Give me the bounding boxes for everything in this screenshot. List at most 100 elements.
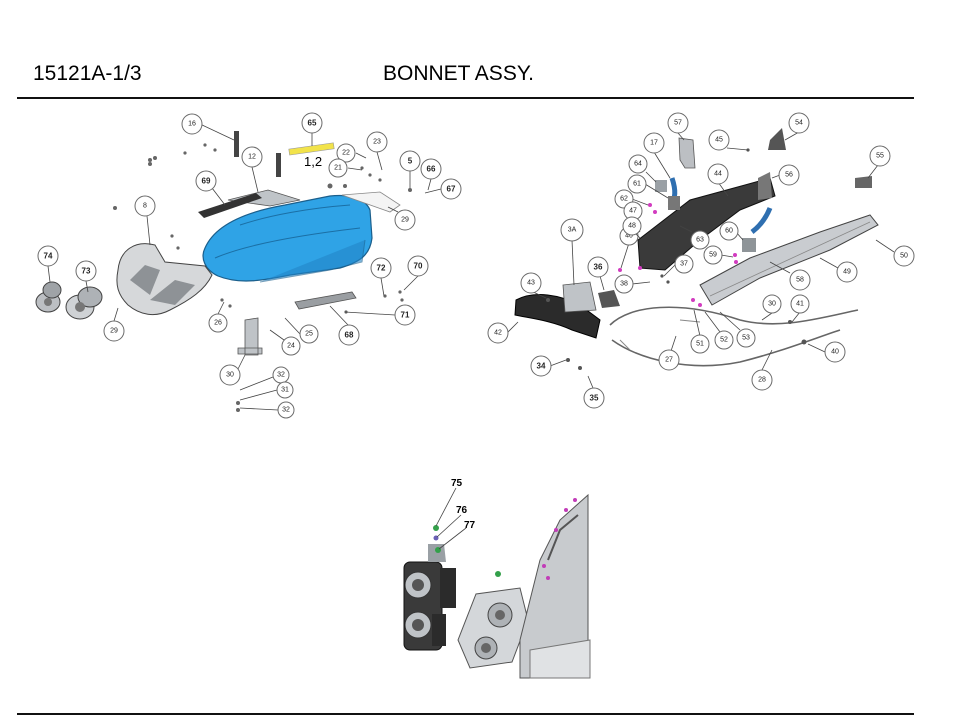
svg-text:41: 41 — [796, 301, 804, 308]
callout-22: 22 — [336, 143, 367, 163]
right-callouts: 57 54 45 17 64 61 62 47 40 3A 36 48 63 4… — [487, 112, 915, 409]
svg-text:34: 34 — [537, 362, 546, 371]
callout-75: 75 — [451, 478, 463, 489]
lower-frame-rail — [699, 214, 879, 306]
callout-60: 60 — [719, 221, 744, 241]
callout-29a: 29 — [387, 206, 416, 231]
svg-text:54: 54 — [795, 120, 803, 127]
callout-61: 61 — [627, 174, 669, 199]
callout-56: 56 — [771, 164, 800, 186]
svg-text:68: 68 — [345, 331, 354, 340]
svg-text:66: 66 — [427, 165, 436, 174]
callout-31: 31 — [239, 381, 294, 401]
svg-text:26: 26 — [214, 320, 222, 327]
callout-55: 55 — [867, 145, 891, 179]
svg-text:57: 57 — [674, 120, 682, 127]
callout-77: 77 — [464, 520, 476, 531]
svg-text:17: 17 — [650, 140, 658, 147]
svg-text:60: 60 — [725, 228, 733, 235]
svg-text:31: 31 — [281, 387, 289, 394]
svg-text:5: 5 — [408, 157, 413, 166]
callout-70: 70 — [403, 255, 429, 291]
callout-63: 63 — [679, 225, 710, 250]
callout-41: 41 — [790, 294, 810, 323]
upper-frame-rail — [637, 177, 776, 271]
callout-43: 43 — [520, 272, 547, 299]
callout-48: 48 — [622, 216, 642, 239]
headlamp-inset: 75 76 77 — [400, 478, 591, 680]
callout-68: 68 — [329, 305, 360, 346]
svg-text:55: 55 — [876, 153, 884, 160]
headlamp-pair — [35, 281, 103, 320]
svg-text:70: 70 — [414, 262, 423, 271]
callout-29b: 29 — [103, 307, 125, 342]
callout-58: 58 — [769, 261, 811, 291]
callout-65: 65 — [301, 112, 323, 146]
callout-57: 57 — [667, 112, 689, 141]
callout-28: 28 — [751, 349, 773, 391]
svg-text:32: 32 — [277, 372, 285, 379]
callout-64: 64 — [628, 154, 657, 183]
callout-51: 51 — [690, 309, 710, 354]
svg-text:30: 30 — [226, 372, 234, 379]
svg-text:38: 38 — [620, 281, 628, 288]
svg-text:74: 74 — [44, 252, 53, 261]
callout-76: 76 — [456, 505, 468, 516]
svg-text:45: 45 — [715, 137, 723, 144]
svg-text:27: 27 — [665, 357, 673, 364]
svg-text:35: 35 — [590, 394, 599, 403]
callout-27: 27 — [658, 335, 680, 371]
callout-49: 49 — [819, 257, 858, 283]
svg-text:29: 29 — [401, 217, 409, 224]
callout-23: 23 — [366, 131, 388, 171]
callout-40b: 40 — [807, 341, 846, 363]
callout-45: 45 — [708, 129, 749, 151]
seal-strip — [198, 193, 262, 218]
callout-8: 8 — [134, 195, 156, 246]
svg-text:47: 47 — [629, 208, 637, 215]
document-title: BONNET ASSY. — [383, 62, 534, 85]
highlight-bar — [288, 142, 335, 156]
right-exploded-view — [514, 128, 879, 370]
callout-53: 53 — [719, 311, 756, 348]
callout-73: 73 — [75, 260, 97, 293]
callout-42: 42 — [487, 321, 519, 344]
bonnet-part-number: 1,2 — [304, 154, 322, 169]
svg-text:37: 37 — [680, 261, 688, 268]
callout-5: 5 — [399, 150, 421, 188]
callout-35: 35 — [583, 375, 605, 409]
callout-21: 21 — [328, 158, 363, 178]
left-callouts: 16 12 65 23 5 66 67 69 8 22 21 29 74 73 … — [37, 112, 462, 419]
svg-text:30: 30 — [768, 301, 776, 308]
callout-72: 72 — [370, 257, 392, 297]
svg-text:51: 51 — [696, 341, 704, 348]
svg-text:61: 61 — [633, 181, 641, 188]
svg-text:3A: 3A — [568, 227, 577, 234]
svg-text:21: 21 — [334, 165, 342, 172]
svg-text:25: 25 — [305, 331, 313, 338]
svg-text:16: 16 — [188, 121, 196, 128]
callout-17: 17 — [643, 132, 671, 179]
bottom-rule — [17, 713, 914, 715]
callout-67: 67 — [424, 178, 462, 200]
callout-24: 24 — [269, 329, 301, 356]
svg-text:12: 12 — [248, 154, 256, 161]
callout-59: 59 — [703, 245, 734, 265]
svg-text:48: 48 — [628, 223, 636, 230]
left-exploded-view — [35, 131, 412, 412]
svg-text:69: 69 — [202, 177, 211, 186]
svg-text:52: 52 — [720, 337, 728, 344]
svg-text:43: 43 — [527, 280, 535, 287]
document-code: 15121A-1/3 — [33, 62, 142, 85]
svg-text:50: 50 — [900, 253, 908, 260]
svg-text:8: 8 — [143, 203, 147, 210]
svg-text:71: 71 — [401, 311, 410, 320]
svg-text:62: 62 — [620, 196, 628, 203]
svg-text:73: 73 — [82, 267, 91, 276]
svg-text:24: 24 — [287, 343, 295, 350]
callout-52: 52 — [704, 311, 734, 350]
svg-text:40: 40 — [831, 349, 839, 356]
callout-71: 71 — [344, 304, 416, 326]
callout-16: 16 — [181, 113, 235, 141]
